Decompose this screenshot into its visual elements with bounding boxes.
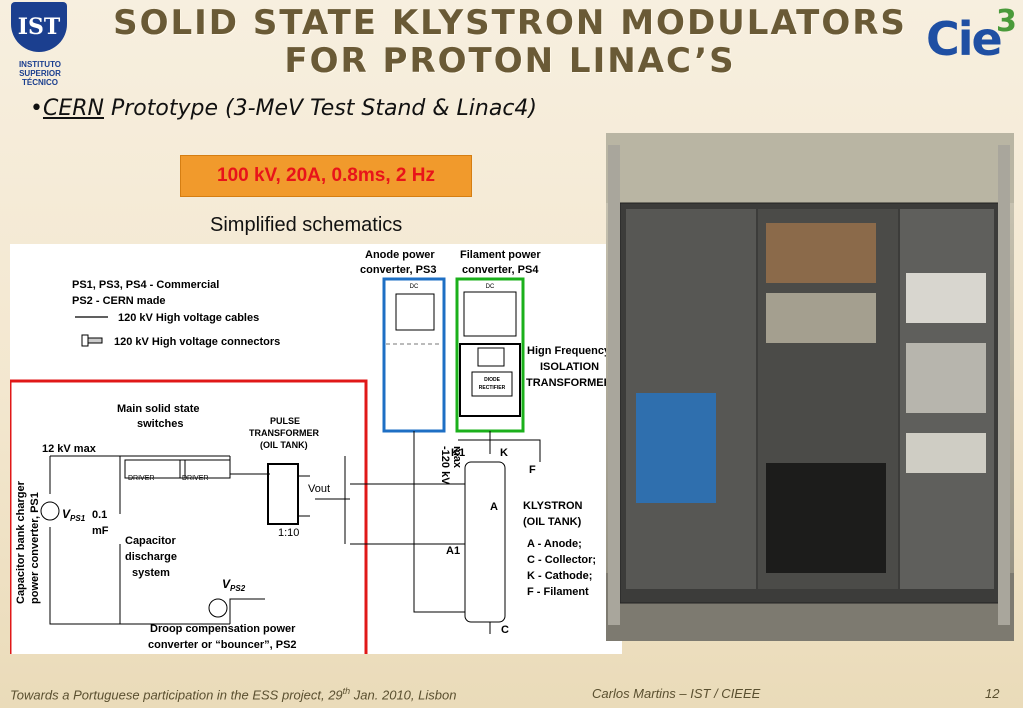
footer-left: Towards a Portuguese participation in th…	[10, 686, 457, 703]
legend-line-2: PS2 - CERN made	[72, 295, 166, 307]
legend-line-1: PS1, PS3, PS4 - Commercial	[72, 279, 219, 291]
ist-logo-mark: IST	[17, 14, 61, 40]
driver-label-1: DRIVER	[128, 475, 154, 482]
cap-discharge-label-3: system	[132, 567, 170, 579]
page-number: 12	[985, 686, 1000, 701]
cap-value-label-2: mF	[92, 525, 109, 537]
key-filament: F - Filament	[527, 586, 589, 598]
modulator-rack-photo	[606, 133, 1014, 641]
diode-rectifier-label-1: DIODE	[484, 377, 501, 383]
bullet-text: Prototype (3-MeV Test Stand & Linac4)	[104, 96, 537, 121]
key-anode: A - Anode;	[527, 538, 582, 550]
ist-logo-line1: INSTITUTO	[18, 60, 62, 69]
filament-ps-label-2: converter, PS4	[462, 264, 539, 276]
key-cathode: K - Cathode;	[527, 570, 592, 582]
cie3-logo-superscript: 3	[996, 4, 1017, 39]
kv-max-label: 12 kV max	[42, 443, 97, 455]
minus-kv-label-2: max	[451, 446, 463, 469]
filament-ps-label-1: Filament power	[460, 249, 541, 261]
ps1-label-1: Capacitor bank charger	[15, 480, 27, 604]
a-label: A	[490, 501, 498, 513]
cap-value-label-1: 0.1	[92, 509, 107, 521]
hf-transformer-label-1: Hign Frequency	[527, 345, 611, 357]
diode-rectifier	[471, 371, 513, 397]
anode-ps-box	[382, 277, 446, 433]
hf-transformer-label-3: TRANSFORMER	[526, 377, 612, 389]
key-collector: C - Collector;	[527, 554, 596, 566]
main-switches-label-1: Main solid state	[117, 403, 200, 415]
pulse-transformer-label-2: TRANSFORMER	[249, 428, 319, 438]
f-label: F	[529, 464, 536, 476]
k-label: K	[500, 447, 508, 459]
anode-dc-label: DC	[410, 284, 419, 290]
cie3-logo-text: Cie	[926, 12, 1003, 66]
vout-label: Vout	[308, 483, 330, 495]
hf-transformer-label-2: ISOLATION	[540, 361, 599, 373]
ist-logo-line3: TÉCNICO	[22, 78, 58, 87]
title-line-1: SOLID STATE KLYSTRON MODULATORS	[113, 3, 907, 43]
klystron-label-2: (OIL TANK)	[523, 516, 582, 528]
schematic-title: Simplified schematics	[210, 214, 403, 236]
ps1-label-2: power converter, PS1	[29, 492, 41, 604]
connector-symbol-body	[87, 337, 103, 344]
title-line-2: FOR PROTON LINAC’S	[284, 41, 736, 81]
ist-logo-line2: SUPERIOR	[19, 69, 61, 78]
pulse-transformer-label-3: (OIL TANK)	[260, 440, 308, 450]
ratio-label: 1:10	[278, 527, 299, 539]
k1-label: K1	[451, 447, 465, 459]
legend-line-3: 120 kV High voltage cables	[118, 312, 259, 324]
ist-shield-icon	[11, 2, 67, 52]
cern-link[interactable]: CERN	[42, 96, 104, 121]
cap-discharge-label-2: discharge	[125, 551, 177, 563]
vps2-label: VPS2	[222, 577, 246, 593]
ist-logo: IST INSTITUTO SUPERIOR TÉCNICO	[4, 2, 76, 92]
pulse-transformer-label-1: PULSE	[270, 416, 300, 426]
main-switches-label-2: switches	[137, 418, 183, 430]
anode-ps-converter	[395, 293, 435, 331]
connector-symbol	[81, 334, 89, 347]
filament-ps-converter	[463, 291, 517, 337]
anode-ps-label-1: Anode power	[365, 249, 435, 261]
driver-label-2: DRIVER	[182, 475, 208, 482]
a1-label: A1	[446, 545, 460, 557]
klystron-circuit	[350, 431, 541, 634]
droop-label-1: Droop compensation power	[150, 623, 296, 635]
schematic-diagram: PS1, PS3, PS4 - Commercial PS2 - CERN ma…	[8, 244, 622, 666]
hf-transformer-core	[477, 347, 505, 367]
klystron-label-1: KLYSTRON	[523, 500, 583, 512]
droop-label-2: converter or “bouncer”, PS2	[148, 639, 297, 651]
slide-title: SOLID STATE KLYSTRON MODULATORS FOR PROT…	[110, 4, 910, 80]
cap-discharge-label-1: Capacitor	[125, 535, 176, 547]
minus-kv-label-1: -120 kV	[439, 446, 451, 485]
diode-rectifier-label-2: RECTIFIER	[479, 385, 506, 391]
filament-dc-label: DC	[486, 284, 495, 290]
spec-box: 100 kV, 20A, 0.8ms, 2 Hz	[180, 155, 472, 197]
footer-author: Carlos Martins – IST / CIEEE	[592, 686, 761, 701]
legend-line-4: 120 kV High voltage connectors	[114, 336, 280, 348]
spec-text: 100 kV, 20A, 0.8ms, 2 Hz	[217, 165, 435, 186]
schematic-legend: PS1, PS3, PS4 - Commercial PS2 - CERN ma…	[72, 279, 280, 348]
c-label: C	[501, 624, 509, 636]
cie3-logo: Cie 3	[926, 4, 1018, 76]
bullet-point: •CERN Prototype (3-MeV Test Stand & Lina…	[30, 96, 537, 121]
modulator-circuit	[40, 455, 350, 625]
anode-ps-label-2: converter, PS3	[360, 264, 436, 276]
vps1-label: VPS1	[62, 507, 86, 523]
